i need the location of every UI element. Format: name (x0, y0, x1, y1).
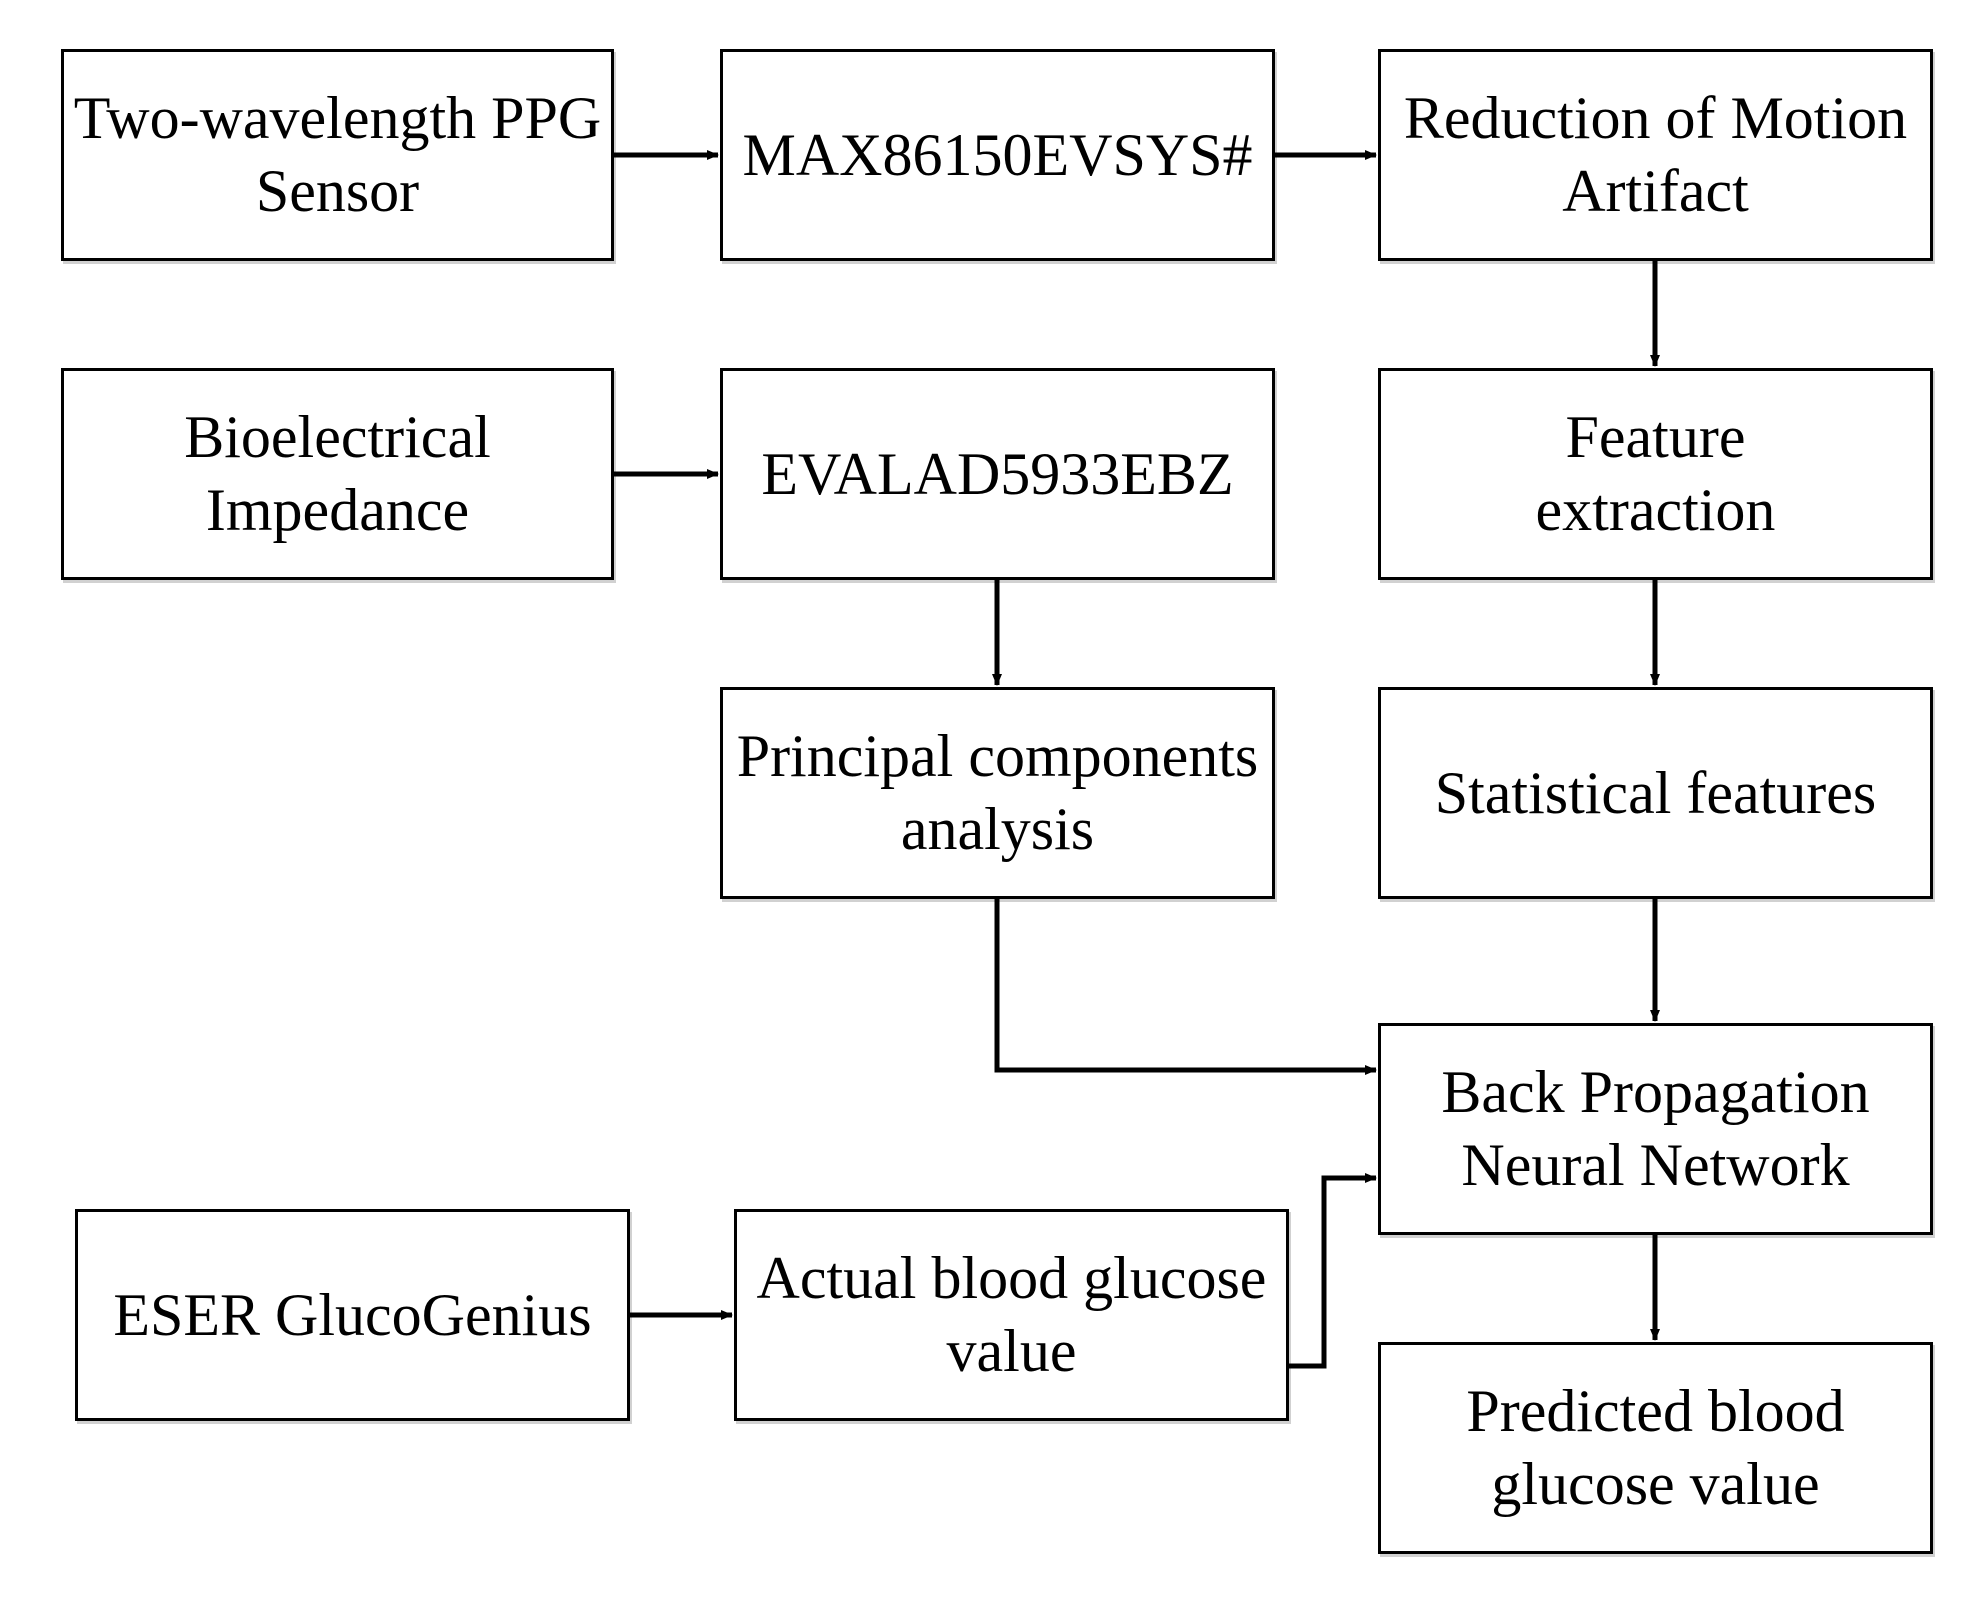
bioelectrical-label-line-2: Impedance (205, 477, 470, 543)
statistical-features-label: Statistical features (1434, 759, 1877, 826)
feature-extraction-box: Feature extraction (1378, 368, 1933, 580)
predicted-glucose-box: Predicted blood glucose value (1378, 1342, 1933, 1554)
eser-label: ESER GlucoGenius (113, 1281, 592, 1348)
ppg-sensor-label-line-2: Sensor (255, 158, 420, 224)
bioelectrical-box: Bioelectrical Impedance (61, 368, 614, 580)
bpnn-box: Back Propagation Neural Network (1378, 1023, 1933, 1235)
bioelectrical-label-line-1: Bioelectrical (184, 404, 491, 470)
arrow-actual-glucose-to-bpnn (1289, 1173, 1377, 1369)
max86150-label: MAX86150EVSYS# (742, 121, 1253, 188)
feature-extraction-label-line-2: extraction (1535, 477, 1776, 543)
ppg-sensor-box: Two-wavelength PPG Sensor (61, 49, 614, 261)
ppg-sensor-label-line-1: Two-wavelength PPG (73, 85, 602, 151)
motion-artifact-label-line-2: Artifact (1562, 158, 1749, 224)
evalad5933-box: EVALAD5933EBZ (720, 368, 1275, 580)
motion-artifact-label-line-1: Reduction of Motion (1403, 85, 1908, 151)
actual-glucose-label-line-2: value (946, 1318, 1077, 1384)
statistical-features-box: Statistical features (1378, 687, 1933, 899)
pca-box: Principal components analysis (720, 687, 1275, 899)
predicted-glucose-label-line-2: glucose value (1491, 1451, 1820, 1517)
predicted-glucose-label-line-1: Predicted blood (1466, 1378, 1845, 1444)
evalad5933-label: EVALAD5933EBZ (761, 440, 1234, 507)
edge-group (614, 150, 1660, 1369)
actual-glucose-label-line-1: Actual blood glucose (756, 1245, 1267, 1311)
bpnn-label-line-1: Back Propagation (1441, 1059, 1870, 1125)
pca-label-line-1: Principal components (736, 723, 1259, 789)
eser-box: ESER GlucoGenius (75, 1209, 630, 1421)
pca-label-line-2: analysis (900, 796, 1095, 862)
bpnn-label-line-2: Neural Network (1461, 1132, 1850, 1198)
max86150-box: MAX86150EVSYS# (720, 49, 1275, 261)
motion-artifact-box: Reduction of Motion Artifact (1378, 49, 1933, 261)
feature-extraction-label-line-1: Feature (1565, 404, 1746, 470)
actual-glucose-box: Actual blood glucose value (734, 1209, 1289, 1421)
arrow-pca-to-bpnn (994, 899, 1377, 1075)
